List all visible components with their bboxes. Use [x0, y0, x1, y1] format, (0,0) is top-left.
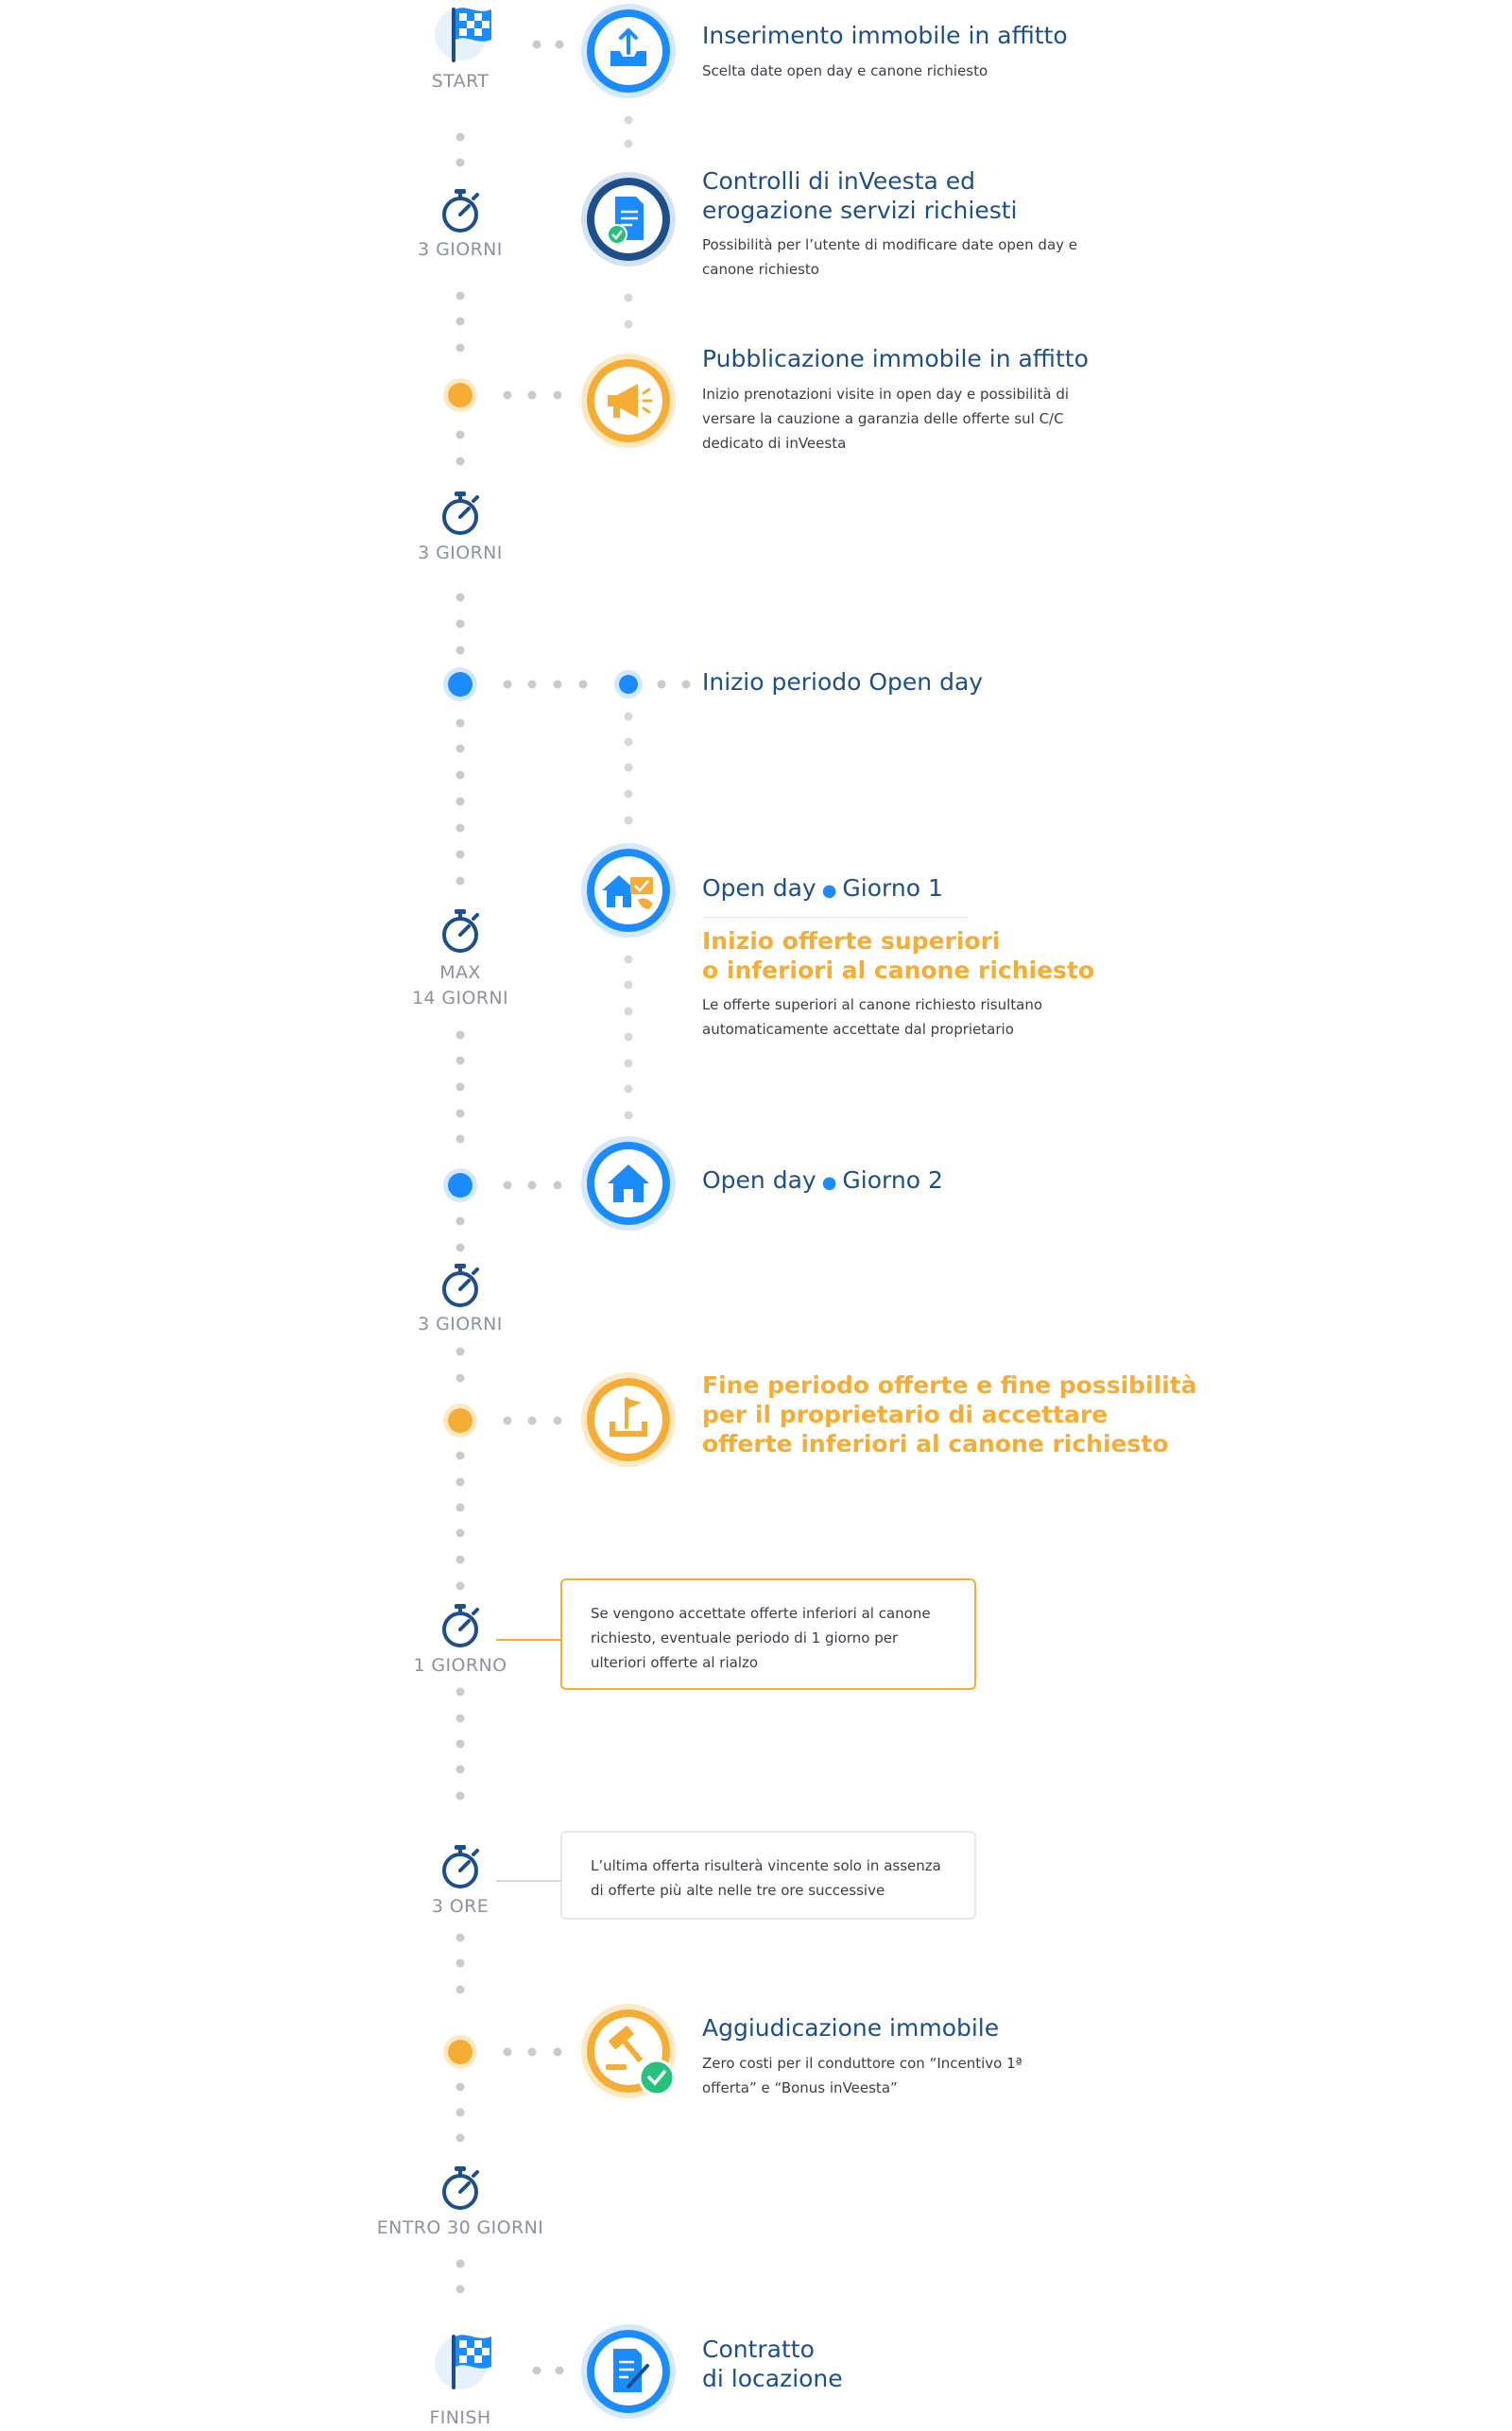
step-3-desc-line2: versare la cauzione a garanzia delle off…	[702, 410, 1064, 427]
milestone-dot-orange	[443, 2035, 477, 2069]
stopwatch-icon	[442, 1264, 479, 1307]
megaphone-icon	[581, 353, 676, 448]
step-1-title: Inserimento immobile in affitto	[702, 22, 1068, 49]
stopwatch-icon	[442, 909, 479, 953]
step-3-desc-line3: dedicato di inVeesta	[702, 435, 847, 452]
label-start: START	[431, 71, 490, 92]
contract-pen-icon	[581, 2324, 676, 2419]
label-entro-30-giorni: ENTRO 30 GIORNI	[376, 2217, 544, 2238]
step-5-sub-line2: o inferiori al canone richiesto	[702, 957, 1095, 984]
step-5-sub-line1: Inizio offerte superiori	[702, 927, 1001, 955]
note-box-2: L’ultima offerta risulterà vincente solo…	[560, 1831, 976, 1920]
house-card-icon	[581, 843, 676, 938]
label-14-giorni: 14 GIORNI	[411, 988, 509, 1009]
gavel-check-icon	[581, 2004, 676, 2098]
note-1-line1: Se vengono accettate offerte inferiori a…	[591, 1605, 931, 1622]
document-check-icon	[581, 172, 676, 267]
stopwatch-icon	[442, 2166, 479, 2210]
step-2-desc-line2: canone richiesto	[702, 261, 819, 278]
step-9-title-line1: Contratto	[702, 2336, 815, 2363]
step-7-title-line3: offerte inferiori al canone richiesto	[702, 1430, 1169, 1457]
step-2-title-line1: Controlli di inVeesta ed	[702, 167, 976, 195]
step-6-title-a: Open day	[702, 1166, 816, 1194]
upload-tray-icon	[581, 4, 676, 98]
step-9-title-line2: di locazione	[702, 2365, 843, 2392]
step-8-desc-line2: offerta” e “Bonus inVeesta”	[702, 2079, 898, 2096]
step-5-title-b: Giorno 1	[842, 874, 943, 902]
flag-tray-icon	[581, 1372, 676, 1467]
bullet-separator: ●	[821, 881, 837, 901]
note-2-line1: L’ultima offerta risulterà vincente solo…	[591, 1857, 941, 1874]
step-6-title-b: Giorno 2	[842, 1166, 943, 1194]
divider	[702, 917, 969, 918]
note-2-line2: di offerte più alte nelle tre ore succes…	[591, 1882, 885, 1899]
checkered-flag-icon	[435, 2335, 491, 2389]
step-1-desc: Scelta date open day e canone richiesto	[702, 62, 988, 79]
stopwatch-icon	[442, 189, 479, 233]
label-3-giorni-2: 3 GIORNI	[418, 543, 503, 563]
step-2-desc-line1: Possibilità per l’utente di modificare d…	[702, 236, 1078, 253]
label-3-giorni-3: 3 GIORNI	[418, 1314, 503, 1335]
bullet-separator: ●	[821, 1173, 837, 1193]
note-1-line3: ulteriori offerte al rialzo	[591, 1654, 759, 1671]
label-3-giorni-1: 3 GIORNI	[418, 239, 503, 260]
step-5-title: Open day●Giorno 1	[702, 873, 943, 905]
house-icon	[581, 1136, 676, 1231]
stopwatch-icon	[442, 1845, 479, 1888]
milestone-dot-orange	[443, 378, 477, 412]
label-1-giorno: 1 GIORNO	[413, 1655, 507, 1676]
note-box-1: Se vengono accettate offerte inferiori a…	[560, 1578, 976, 1690]
step-5-desc-line1: Le offerte superiori al canone richiesto…	[702, 996, 1043, 1013]
step-7-title-line2: per il proprietario di accettare	[702, 1401, 1108, 1428]
note-1-line2: richiesto, eventuale periodo di 1 giorno…	[591, 1629, 899, 1647]
step-2-title-line2: erogazione servizi richiesti	[702, 197, 1018, 224]
label-finish: FINISH	[429, 2407, 491, 2428]
right-dotted-line	[624, 115, 633, 1120]
stopwatch-icon	[442, 491, 479, 535]
step-8-title: Aggiudicazione immobile	[702, 2014, 1000, 2042]
checkered-flag-icon	[435, 8, 491, 62]
stopwatch-icon	[442, 1604, 479, 1647]
horizontal-connectors	[503, 40, 691, 2375]
milestone-dot-blue-right	[614, 670, 643, 698]
label-max: MAX	[439, 962, 481, 983]
step-3-desc-line1: Inizio prenotazioni visite in open day e…	[702, 386, 1070, 403]
step-4-title: Inizio periodo Open day	[702, 668, 984, 696]
step-7-title-line1: Fine periodo offerte e fine possibilità	[702, 1371, 1197, 1399]
step-6-title: Open day●Giorno 2	[702, 1165, 943, 1198]
step-5-title-a: Open day	[702, 874, 816, 902]
step-3-title: Pubblicazione immobile in affitto	[702, 345, 1089, 372]
milestone-dot-blue	[443, 667, 477, 701]
left-dotted-line	[455, 132, 465, 2294]
step-8-desc-line1: Zero costi per il conduttore con “Incent…	[702, 2055, 1022, 2072]
step-5-desc-line2: automaticamente accettate dal proprietar…	[702, 1021, 1014, 1038]
label-3-ore: 3 ORE	[431, 1896, 490, 1917]
milestone-dot-blue	[443, 1168, 477, 1202]
milestone-dot-orange	[443, 1404, 477, 1438]
